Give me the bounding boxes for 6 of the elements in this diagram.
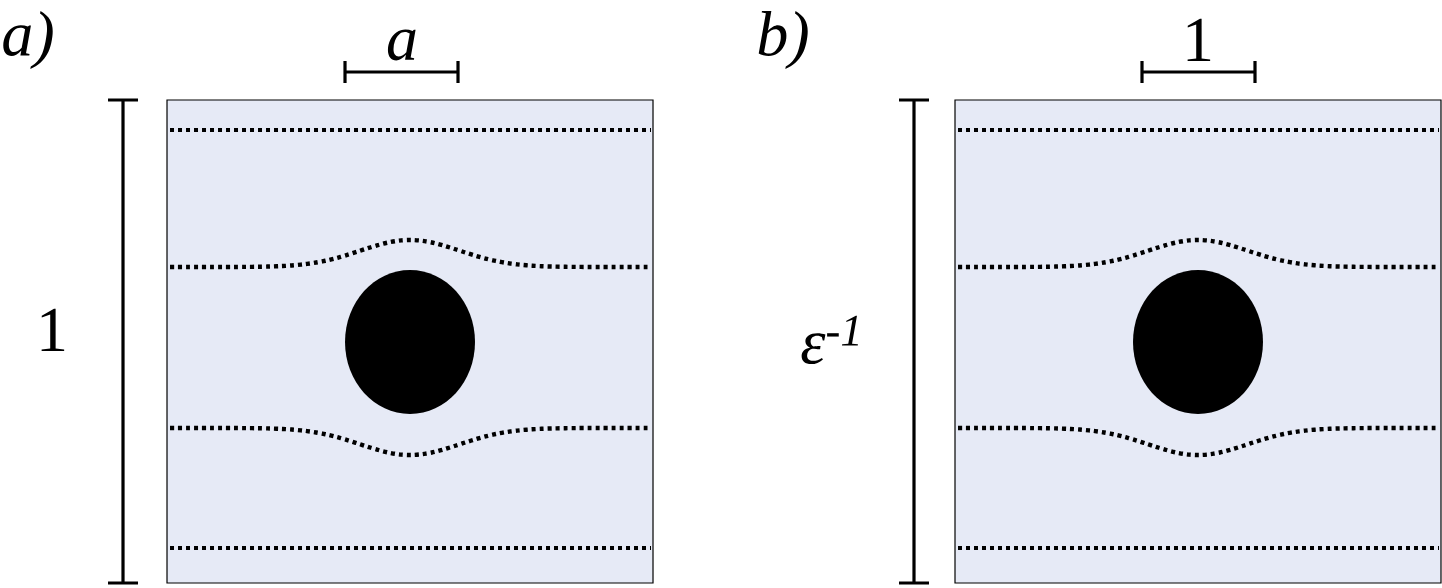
dimension-label: 1: [41, 308, 65, 352]
dimension-label: a): [3, 11, 53, 69]
dimension-label: ε$^{-1}$: [801, 315, 858, 365]
dimension-label: b): [758, 11, 808, 69]
dimension-label: a: [387, 29, 416, 61]
dimension-label: 1: [1187, 18, 1211, 62]
